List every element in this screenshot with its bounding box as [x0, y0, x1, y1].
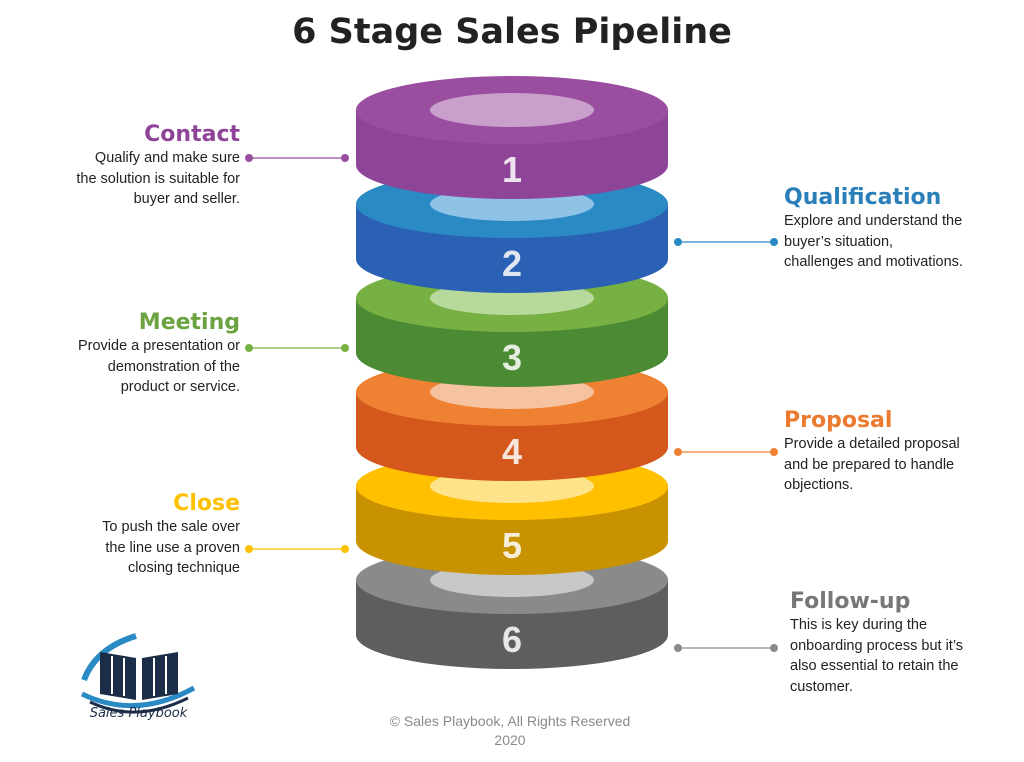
stage-number-2: 2 [502, 243, 522, 284]
connector-1 [245, 154, 349, 162]
stage-desc-meeting: Provide a presentation or demonstration … [77, 338, 240, 395]
stage-number-3: 3 [502, 337, 522, 378]
stage-disc-hole-1 [430, 93, 594, 127]
stage-number-1: 1 [502, 149, 522, 190]
stage-label-qualification: Qualification Explore and understand the… [784, 185, 994, 273]
stage-title-proposal: Proposal [784, 408, 893, 433]
stage-label-close: Close To push the sale over the line use… [0, 491, 240, 579]
connector-2 [674, 238, 778, 246]
logo-text: Sales Playbook [89, 706, 188, 721]
stage-title-close: Close [173, 491, 240, 516]
stage-desc-follow-up: This is key during the onboarding proces… [790, 617, 964, 695]
connector-4 [674, 448, 778, 456]
stage-label-proposal: Proposal Provide a detailed proposal and… [784, 408, 994, 496]
stage-label-follow-up: Follow-up This is key during the onboard… [790, 589, 1000, 697]
connector-5 [245, 545, 349, 553]
stage-number-6: 6 [502, 619, 522, 660]
stage-title-qualification: Qualification [784, 185, 942, 210]
stage-desc-qualification: Explore and understand the buyer’s situa… [784, 213, 963, 270]
stage-desc-contact: Qualify and make sure the solution is su… [76, 150, 240, 207]
stage-label-meeting: Meeting Provide a presentation or demons… [0, 310, 240, 398]
stage-title-meeting: Meeting [138, 310, 240, 335]
stage-desc-proposal: Provide a detailed proposal and be prepa… [784, 436, 960, 493]
stage-disc-1: 1 [356, 76, 668, 199]
stage-label-contact: Contact Qualify and make sure the soluti… [0, 122, 240, 210]
copyright-year: 2020 [494, 732, 526, 748]
copyright-line: © Sales Playbook, All Rights Reserved [389, 713, 631, 729]
stage-desc-close: To push the sale over the line use a pro… [102, 519, 240, 576]
stage-number-5: 5 [502, 525, 522, 566]
stage-title-contact: Contact [144, 122, 240, 147]
page-title: 6 Stage Sales Pipeline [292, 12, 732, 52]
stage-number-4: 4 [502, 431, 522, 472]
connector-3 [245, 344, 349, 352]
copyright-footer: © Sales Playbook, All Rights Reserved 20… [330, 712, 690, 750]
sales-playbook-logo [80, 633, 196, 714]
connector-6 [674, 644, 778, 652]
stage-title-follow-up: Follow-up [790, 589, 911, 614]
